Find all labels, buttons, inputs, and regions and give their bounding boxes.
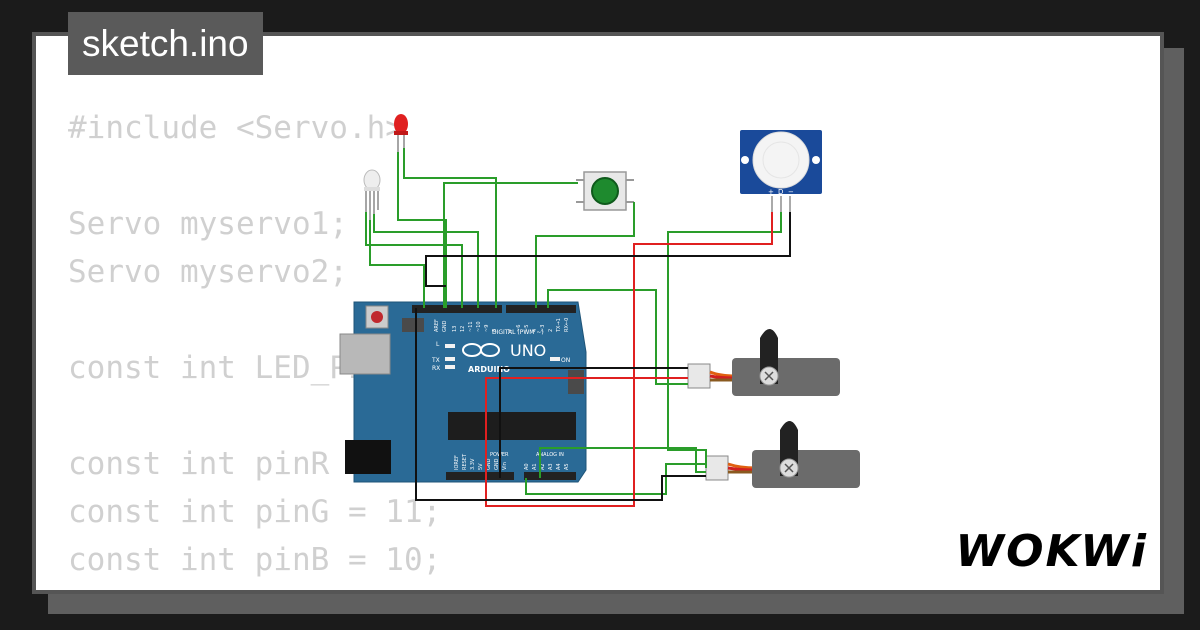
wire-green bbox=[525, 463, 706, 495]
pin-label-power: IOREF bbox=[454, 455, 460, 470]
wire-black bbox=[425, 212, 791, 287]
push-button[interactable] bbox=[576, 171, 634, 211]
pin-label-digital: 13 bbox=[452, 326, 458, 332]
wire-green bbox=[365, 212, 463, 308]
pin-label-power: GND bbox=[486, 458, 492, 470]
code-line: Servo myservo2; bbox=[68, 254, 348, 290]
rgb-led[interactable] bbox=[363, 169, 381, 220]
on-indicator-icon bbox=[550, 357, 560, 361]
pin-label-digital: ~5 bbox=[524, 325, 530, 332]
analog-header bbox=[524, 472, 576, 480]
pin-label-analog: A5 bbox=[564, 463, 570, 470]
pin-label-digital: 2 bbox=[548, 329, 554, 332]
code-line: const int pinG = 11; bbox=[68, 494, 442, 530]
wire-green bbox=[667, 212, 782, 468]
pir-pin-d: D bbox=[778, 188, 783, 196]
pin-label-digital: 4 bbox=[532, 329, 538, 332]
rx-label: RX bbox=[432, 365, 440, 372]
wire-black bbox=[415, 308, 706, 501]
pin-label-power: GND bbox=[494, 458, 500, 470]
wire-green bbox=[443, 182, 578, 308]
pin-label-power: 5V bbox=[478, 463, 484, 470]
power-header bbox=[446, 472, 514, 480]
l-label: L bbox=[436, 341, 440, 348]
servo-motor-2[interactable] bbox=[705, 421, 860, 488]
wire-red bbox=[485, 212, 773, 507]
pir-sensor[interactable]: + D − bbox=[740, 130, 822, 212]
arduino-model: UNO bbox=[510, 341, 546, 360]
pin-label-analog: A0 bbox=[524, 463, 530, 470]
arduino-brand: ARDUINO bbox=[468, 365, 510, 374]
pin-label-digital: TX→1 bbox=[556, 318, 562, 333]
preview-card: #include <Servo.h> Servo myservo1; Servo m… bbox=[32, 32, 1164, 594]
wire-green bbox=[373, 214, 479, 308]
icsp-header-2 bbox=[568, 370, 584, 394]
pin-label-analog: A1 bbox=[532, 463, 538, 470]
pin-label-digital: 7 bbox=[508, 329, 514, 332]
pin-label-analog: A4 bbox=[556, 463, 562, 470]
wire-green bbox=[535, 202, 635, 308]
pir-pin-minus: − bbox=[788, 188, 794, 196]
file-tab[interactable]: sketch.ino bbox=[68, 12, 263, 75]
pin-label-digital: 8 bbox=[492, 329, 498, 332]
pin-label-power: Vin bbox=[502, 462, 508, 470]
analog-label: ANALOG IN bbox=[536, 452, 564, 458]
pin-label-power: RESET bbox=[462, 453, 468, 470]
pin-label-gnd: GND bbox=[442, 320, 448, 332]
pin-label-digital: RX←0 bbox=[564, 318, 570, 332]
power-jack bbox=[345, 440, 391, 474]
code-line: const int pinB = 10; bbox=[68, 542, 442, 578]
pin-label-digital: ~3 bbox=[540, 325, 546, 332]
wire-green bbox=[539, 447, 706, 478]
servo-motor-1[interactable] bbox=[687, 329, 840, 396]
arduino-logo-icon bbox=[462, 343, 500, 357]
pin-label-aref: AREF bbox=[434, 319, 440, 332]
wire-black bbox=[499, 367, 688, 478]
pir-pin-plus: + bbox=[768, 188, 774, 196]
wire-green bbox=[547, 289, 688, 385]
red-led[interactable] bbox=[394, 114, 408, 152]
tx-label: TX bbox=[431, 357, 440, 364]
pin-label-digital: ~6 bbox=[516, 325, 522, 332]
pin-label-power: 3.3V bbox=[470, 458, 476, 470]
digital-header-left bbox=[412, 305, 502, 313]
wire-green bbox=[369, 220, 425, 308]
wires bbox=[365, 148, 791, 507]
wire-green bbox=[397, 152, 447, 308]
digital-header-right bbox=[506, 305, 576, 313]
on-label: ON bbox=[561, 357, 570, 364]
reset-button-cap bbox=[371, 311, 383, 323]
pin-label-analog: A3 bbox=[548, 463, 554, 470]
rx-indicator-icon bbox=[445, 365, 455, 369]
arduino-uno-board[interactable]: DIGITAL (PWM ~) ARDUINO UNO ON TX RX L P… bbox=[339, 301, 587, 483]
pin-label-digital: ~9 bbox=[484, 325, 490, 332]
pin-label-digital: 12 bbox=[460, 326, 466, 332]
wokwi-logo: WOKWi bbox=[955, 526, 1148, 577]
wire-green bbox=[403, 148, 497, 308]
code-line: #include <Servo.h> bbox=[68, 110, 404, 146]
pin-label-analog: A2 bbox=[540, 463, 546, 470]
digital-header-label: DIGITAL (PWM ~) bbox=[492, 329, 544, 336]
usb-port bbox=[339, 333, 391, 375]
l-indicator-icon bbox=[445, 344, 455, 348]
tx-indicator-icon bbox=[445, 357, 455, 361]
code-line: Servo myservo1; bbox=[68, 206, 348, 242]
pin-label-digital: ~10 bbox=[476, 321, 482, 332]
pin-label-digital: ~11 bbox=[468, 321, 474, 332]
icsp-header bbox=[402, 318, 424, 332]
atmega-chip bbox=[448, 412, 576, 440]
